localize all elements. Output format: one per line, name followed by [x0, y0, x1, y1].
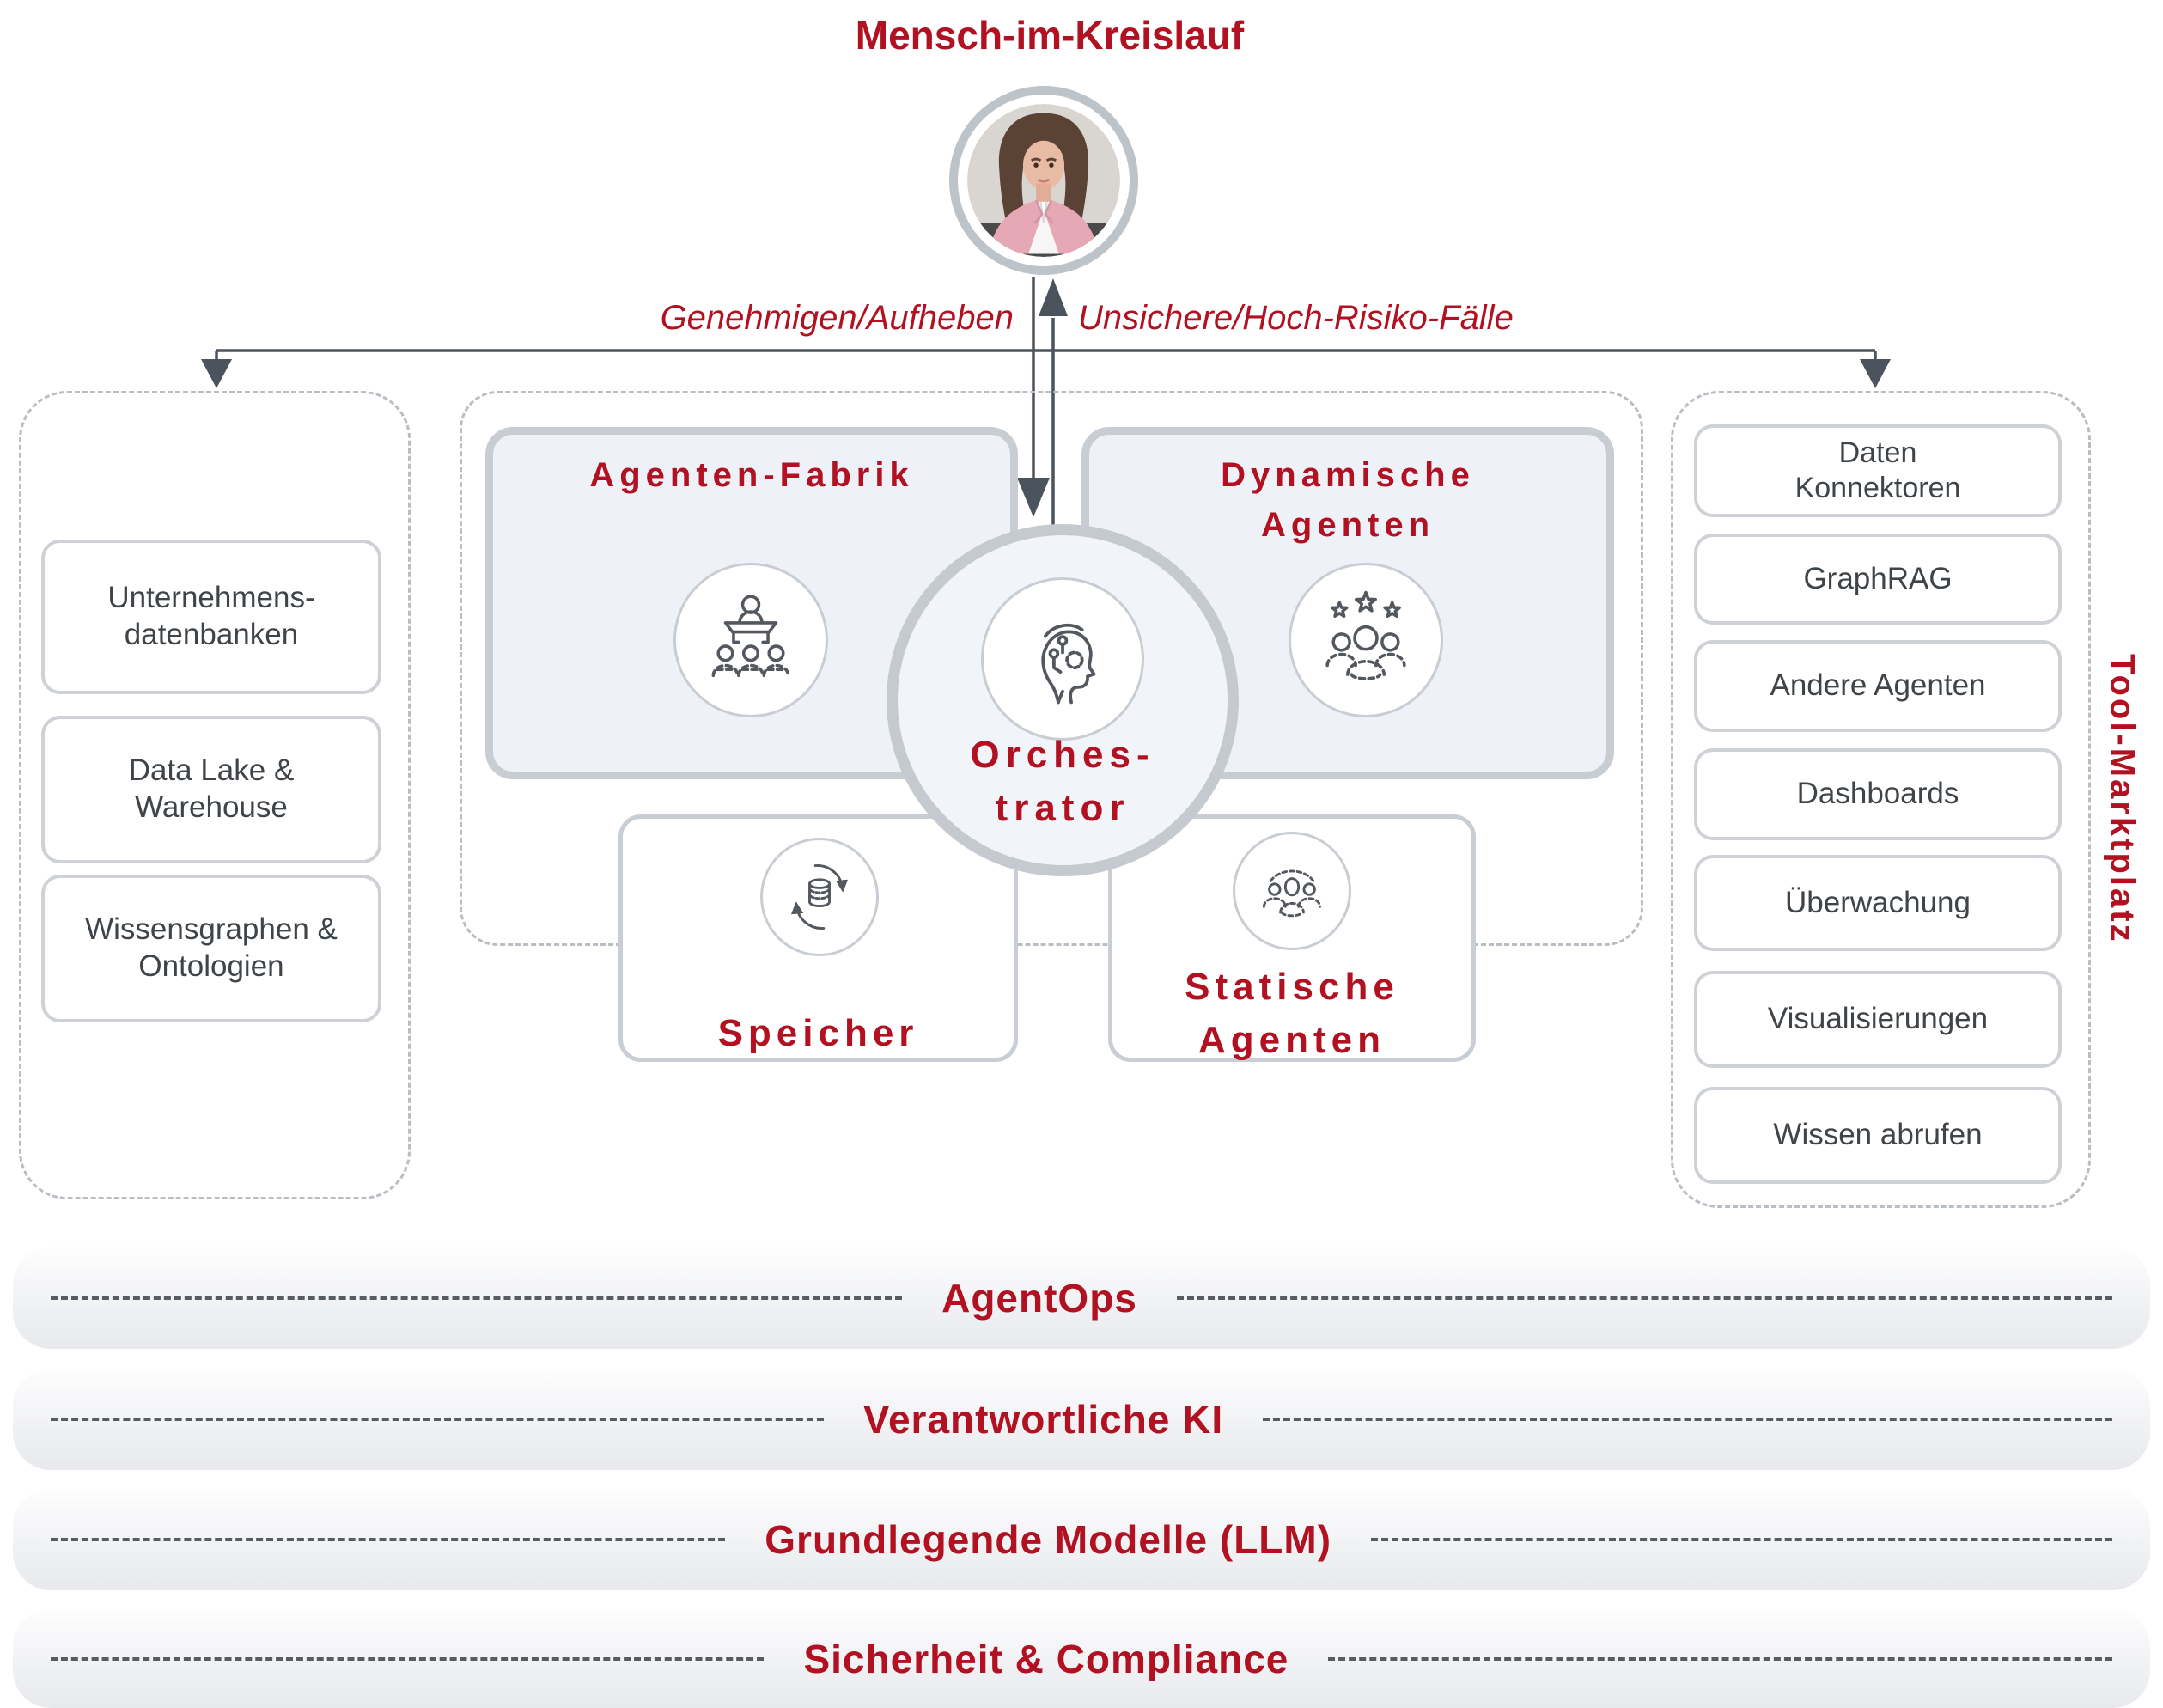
memory-icon-circle: [760, 838, 879, 956]
dash-line: [1176, 1296, 2112, 1300]
static-agents-label: Statische Agenten: [1185, 966, 1399, 1061]
agent-factory-icon-circle: [673, 563, 828, 717]
page-title: Mensch-im-Kreislauf: [855, 13, 1245, 58]
enterprise-databases-box: Unternehmens- datenbanken: [41, 540, 381, 694]
dash-line: [1371, 1538, 2112, 1541]
dash-line: [1263, 1418, 2112, 1421]
knowledge-retrieval-box: Wissen abrufen: [1694, 1087, 2062, 1184]
memory-label: Speicher: [717, 1012, 919, 1054]
database-sync-icon: [778, 856, 861, 938]
podium-team-icon: [700, 589, 801, 691]
static-agents-icon-circle: [1233, 832, 1351, 950]
other-agents-box: Andere Agenten: [1694, 640, 2062, 732]
approve-revoke-label: Genehmigen/Aufheben: [660, 299, 1014, 337]
dash-line: [51, 1418, 824, 1421]
graphrag-label: GraphRAG: [1803, 561, 1953, 595]
monitoring-label: Überwachung: [1785, 885, 1971, 919]
knowledge-graphs-box: Wissensgraphen & Ontologien: [41, 875, 381, 1022]
other-agents-label: Andere Agenten: [1770, 668, 1986, 703]
dash-line: [51, 1538, 726, 1541]
layer-bar-responsible-ai: Verantwortliche KI: [13, 1369, 2150, 1470]
dashboards-label: Dashboards: [1796, 777, 1959, 811]
orchestrator-label: Orches- trator: [970, 734, 1155, 829]
starred-team-icon: [1315, 589, 1417, 691]
agent-factory-title: Agenten-Fabrik: [589, 456, 914, 494]
dashboards-box: Dashboards: [1694, 748, 2062, 840]
visualizations-label: Visualisierungen: [1767, 1002, 1989, 1036]
responsible-ai-label: Verantwortliche KI: [862, 1397, 1224, 1442]
agentops-label: AgentOps: [941, 1276, 1137, 1321]
knowledge-graphs-label: Wissensgraphen & Ontologien: [85, 912, 338, 983]
dash-line: [51, 1296, 903, 1300]
dynamic-agents-icon-circle: [1289, 563, 1443, 717]
dash-line: [51, 1656, 765, 1661]
dash-line: [1328, 1656, 2112, 1661]
dynamic-agents-title: Dynamische Agenten: [1221, 456, 1475, 544]
knowledge-retrieval-label: Wissen abrufen: [1773, 1118, 1983, 1152]
data-connectors-label: Daten Konnektoren: [1794, 436, 1961, 504]
monitoring-box: Überwachung: [1694, 855, 2062, 951]
ai-head-icon: [1008, 605, 1117, 713]
data-lake-warehouse-box: Data Lake & Warehouse: [41, 716, 381, 863]
security-compliance-label: Sicherheit & Compliance: [803, 1636, 1289, 1681]
data-sources-panel: [19, 391, 411, 1199]
tool-marketplace-title: Tool-Marktplatz: [2103, 654, 2142, 944]
enterprise-databases-label: Unternehmens- datenbanken: [107, 581, 315, 651]
layer-bar-foundation-models: Grundlegende Modelle (LLM): [13, 1489, 2150, 1590]
tool-marketplace-panel: [1671, 391, 2091, 1208]
data-connectors-box: Daten Konnektoren: [1694, 424, 2062, 517]
orchestrator-icon-circle: [981, 577, 1144, 741]
layer-bar-security-compliance: Sicherheit & Compliance: [13, 1609, 2150, 1708]
high-risk-cases-label: Unsichere/Hoch-Risiko-Fälle: [1078, 299, 1514, 337]
human-in-the-loop-avatar: [949, 86, 1138, 275]
data-lake-warehouse-label: Data Lake & Warehouse: [128, 753, 295, 824]
team-group-icon: [1251, 850, 1333, 932]
graphrag-box: GraphRAG: [1694, 534, 2062, 625]
visualizations-box: Visualisierungen: [1694, 971, 2062, 1068]
foundation-models-label: Grundlegende Modelle (LLM): [765, 1517, 1332, 1562]
agent-platform-panel: [460, 391, 1643, 946]
layer-bar-agentops: AgentOps: [13, 1247, 2150, 1349]
